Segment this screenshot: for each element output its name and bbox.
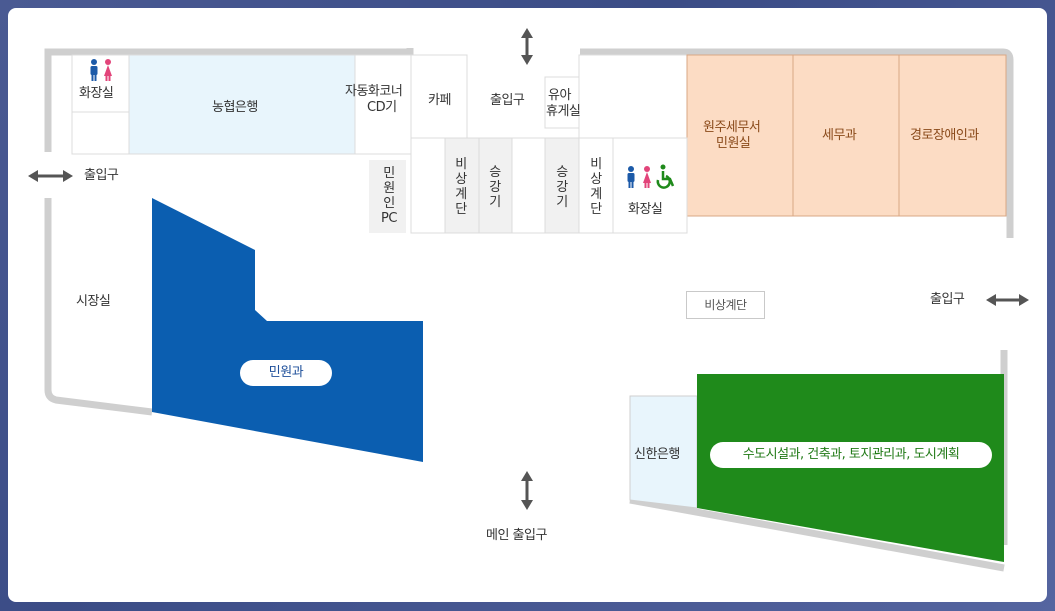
label-shinhan-bank: 신한은행 xyxy=(634,447,680,462)
label-entrance-top: 출입구 xyxy=(490,93,525,108)
label-nursing-2: 휴게실 xyxy=(546,104,581,119)
label-restroom-tl: 화장실 xyxy=(79,86,114,101)
room-nh-bank xyxy=(128,54,356,155)
room-elevator-a xyxy=(478,137,513,234)
double-arrow-icon xyxy=(28,170,73,182)
wall-top-right xyxy=(580,48,1014,238)
room-restroom-tl xyxy=(71,54,130,113)
label-elevator-a: 승강기 xyxy=(489,165,501,210)
room-civil-pc xyxy=(369,160,406,233)
double-arrow-icon xyxy=(521,28,533,65)
label-emergency-stairs-c: 비상계단 xyxy=(686,291,765,319)
label-main-entrance: 메인 출입구 xyxy=(486,528,547,543)
room-strip-1 xyxy=(410,137,446,234)
restroom-icon xyxy=(90,59,112,81)
label-elderly-division: 경로장애인과 xyxy=(910,128,979,143)
label-atm-1: 자동화코너 xyxy=(345,84,403,99)
wall-bottom-left xyxy=(44,198,153,416)
label-elevator-b: 승강기 xyxy=(556,165,568,210)
label-civil-affairs: 민원과 xyxy=(240,360,332,386)
room-cafe xyxy=(410,54,468,139)
room-emergency-stairs-b xyxy=(578,137,614,234)
room-strip-2 xyxy=(511,137,546,234)
double-arrow-icon xyxy=(986,294,1029,306)
label-civil-pc: 민원인PC xyxy=(381,166,397,226)
accessible-restroom-icon xyxy=(627,164,675,189)
label-restroom-r: 화장실 xyxy=(628,202,663,217)
room-civil-affairs xyxy=(152,198,423,462)
room-storage-tl xyxy=(71,111,130,155)
label-tax-division: 세무과 xyxy=(822,128,857,143)
label-emergency-stairs-b: 비상계단 xyxy=(590,157,602,217)
label-entrance-right: 출입구 xyxy=(930,292,965,307)
wall-top-left xyxy=(44,48,414,152)
room-urban-divisions xyxy=(697,374,1004,562)
label-tax-office-1: 원주세무서 xyxy=(703,120,761,135)
label-nh-bank: 농협은행 xyxy=(212,100,258,115)
room-atm xyxy=(354,54,412,155)
label-emergency-stairs-a: 비상계단 xyxy=(455,157,467,217)
room-tax-division xyxy=(792,54,900,217)
room-elevator-b xyxy=(544,137,580,234)
label-urban-divisions: 수도시설과, 건축과, 토지관리과, 도시계획 xyxy=(710,442,992,468)
label-cafe: 카페 xyxy=(428,93,451,108)
double-arrow-icon xyxy=(521,471,533,510)
wall-bottom-right xyxy=(629,496,1005,572)
room-blank-top xyxy=(578,54,688,139)
label-tax-office-2: 민원실 xyxy=(716,136,751,151)
label-atm-2: CD기 xyxy=(367,100,397,115)
room-elderly-division xyxy=(898,54,1007,217)
label-entrance-left: 출입구 xyxy=(84,168,119,183)
label-nursing-1: 유아 xyxy=(548,88,571,103)
room-restroom-r xyxy=(612,137,688,234)
label-mayor-office: 시장실 xyxy=(76,294,111,309)
